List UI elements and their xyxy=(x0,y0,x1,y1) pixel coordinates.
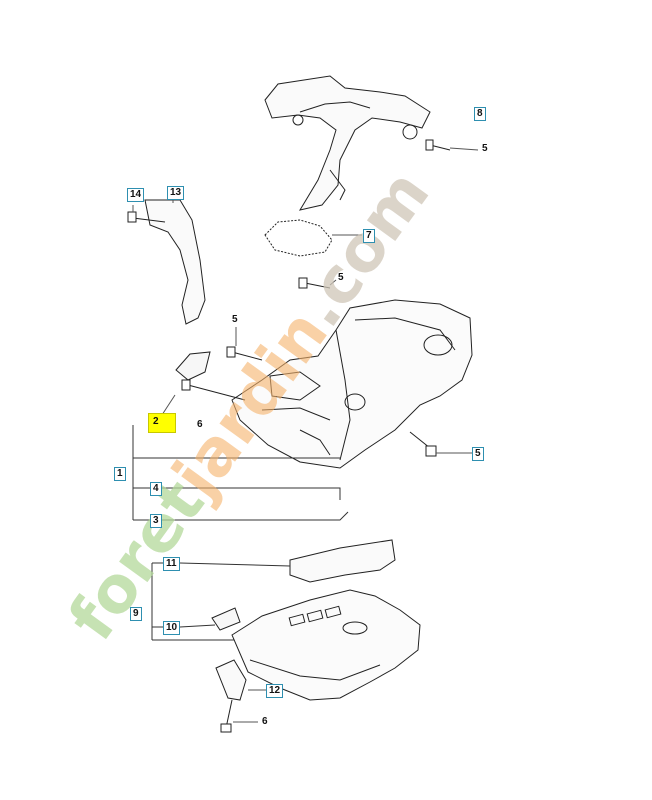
callout-4[interactable]: 4 xyxy=(150,482,162,496)
screw-5-left xyxy=(226,346,263,361)
part-10-shape xyxy=(211,607,241,631)
callout-10[interactable]: 10 xyxy=(163,621,181,635)
screw-5-mid xyxy=(298,277,331,289)
crankcase-part xyxy=(231,299,473,469)
part-12-shape xyxy=(215,659,247,701)
callout-2-highlighted[interactable]: 2 xyxy=(148,413,176,433)
top-cover-part xyxy=(264,75,431,211)
bottom-handle-part xyxy=(231,589,421,701)
callout-5-top[interactable]: 5 xyxy=(482,143,488,154)
gasket-part xyxy=(264,219,333,257)
part-2-shape xyxy=(175,351,211,381)
callout-1[interactable]: 1 xyxy=(114,467,126,481)
handle-bracket-part xyxy=(127,199,206,325)
callout-13[interactable]: 13 xyxy=(167,186,185,200)
callout-14[interactable]: 14 xyxy=(127,188,145,202)
callout-5-left[interactable]: 5 xyxy=(232,314,238,325)
screw-5-top xyxy=(425,139,451,151)
callout-3[interactable]: 3 xyxy=(150,514,162,528)
callout-6-lower[interactable]: 6 xyxy=(262,716,268,727)
callout-11[interactable]: 11 xyxy=(163,557,180,571)
screw-5-right xyxy=(409,431,437,457)
screw-6-lower xyxy=(220,699,233,733)
callout-6-upper[interactable]: 6 xyxy=(194,418,206,432)
callout-9[interactable]: 9 xyxy=(130,607,142,621)
callout-5-right[interactable]: 5 xyxy=(472,447,484,461)
plate-part xyxy=(289,539,396,583)
callout-12[interactable]: 12 xyxy=(266,684,284,698)
screw-6-upper xyxy=(181,379,246,401)
callout-8[interactable]: 8 xyxy=(474,107,486,121)
callout-5-mid[interactable]: 5 xyxy=(338,272,344,283)
callout-7[interactable]: 7 xyxy=(363,229,375,243)
